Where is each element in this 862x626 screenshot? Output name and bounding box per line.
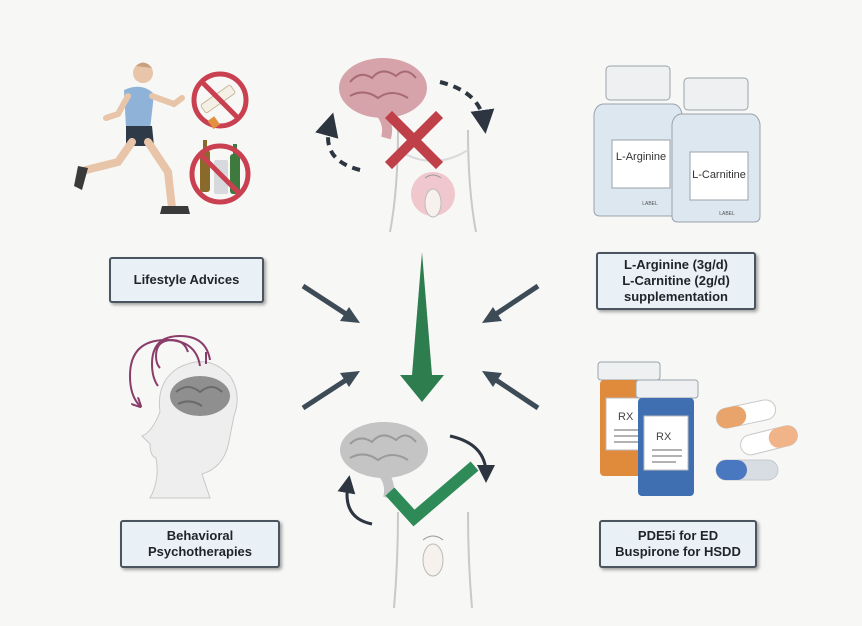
no-alcohol-icon <box>189 140 251 205</box>
converging-arrows <box>301 283 540 411</box>
brain-x-icon <box>315 58 495 233</box>
behavioral-psychotherapies-box: Behavioral Psychotherapies <box>120 520 280 568</box>
rx-label-front: RX <box>656 431 672 443</box>
lifestyle-line-1: Lifestyle Advices <box>133 272 240 287</box>
bottle-left-label: L-Arginine <box>616 151 666 163</box>
rx-label-back: RX <box>618 411 634 423</box>
pill-bottles-icon: RX RX <box>597 361 798 496</box>
behavioral-line-1: Behavioral <box>166 528 234 543</box>
supplementation-box: L-Arginine (3g/d) L-Carnitine (2g/d) sup… <box>596 252 756 310</box>
supplement-line-2: L-Carnitine (2g/d) <box>622 273 730 288</box>
no-smoking-icon <box>191 71 249 130</box>
bottle-left-small-label: LABEL <box>642 201 658 207</box>
lifestyle-advices-box: Lifestyle Advices <box>109 257 264 303</box>
behavioral-line-2: Psychotherapies <box>147 544 253 559</box>
pharma-line-1: PDE5i for ED <box>637 528 719 543</box>
pharmacotherapy-box: PDE5i for ED Buspirone for HSDD <box>599 520 757 568</box>
bottle-right-small-label: LABEL <box>719 211 735 217</box>
bottle-right-label: L-Carnitine <box>692 169 746 181</box>
center-arrow <box>400 252 444 402</box>
brain-check-icon <box>337 422 495 609</box>
supplement-bottles-icon: L-Arginine LABEL L-Carnitine LABEL <box>593 65 761 223</box>
supplement-line-3: supplementation <box>623 289 728 304</box>
pharma-line-2: Buspirone for HSDD <box>615 544 741 559</box>
runner-icon <box>74 62 190 214</box>
head-cycle-icon <box>128 334 238 499</box>
supplement-line-1: L-Arginine (3g/d) <box>624 257 728 272</box>
